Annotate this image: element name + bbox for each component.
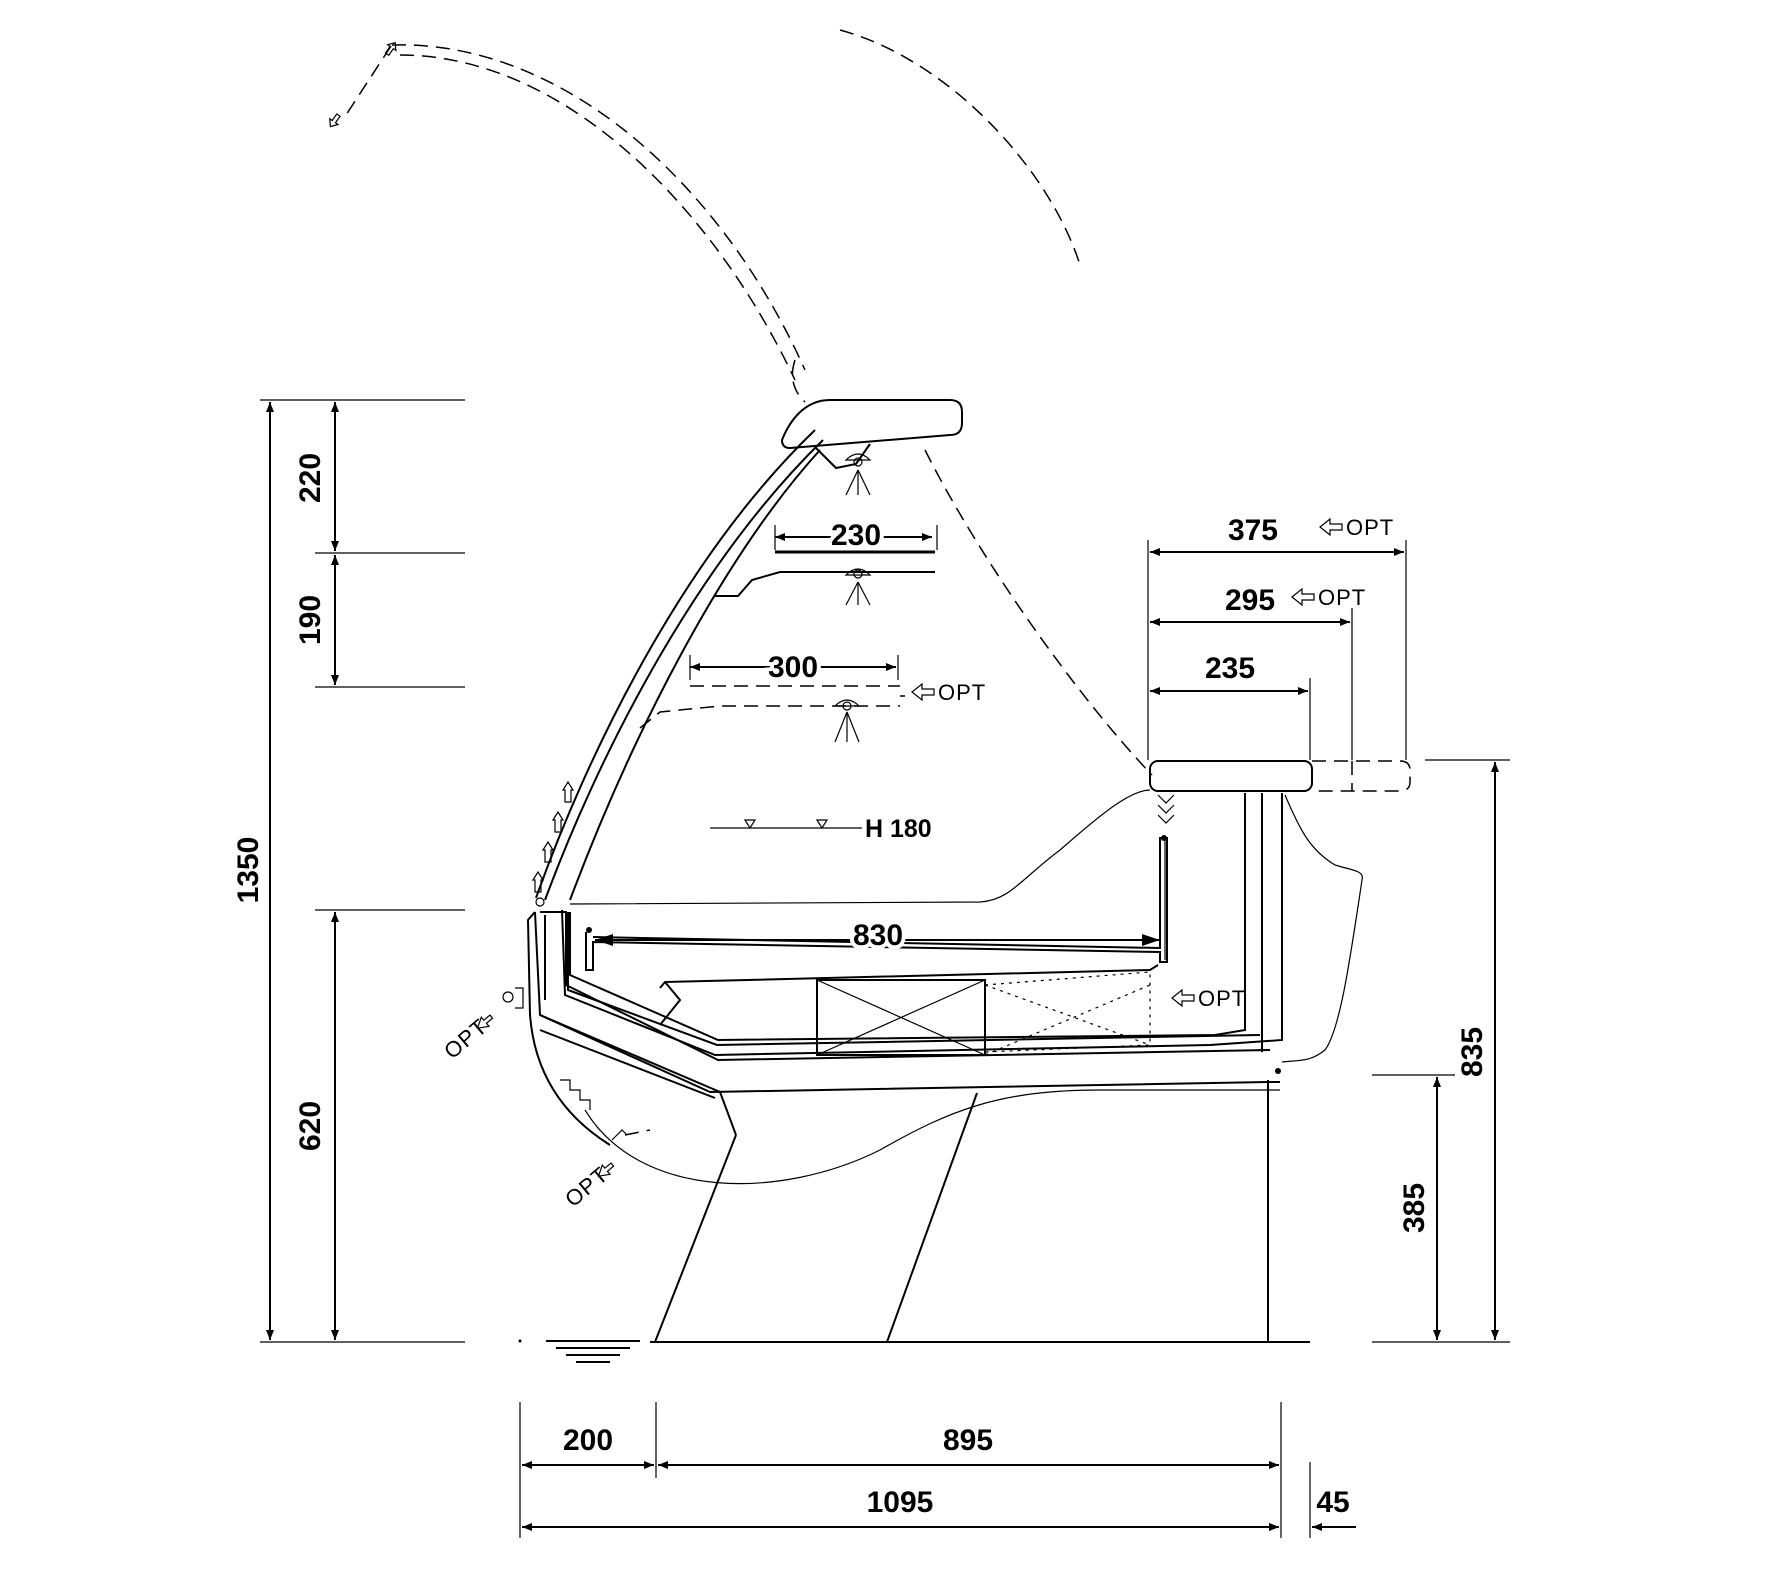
dim-front-200: 200 bbox=[563, 1424, 613, 1457]
opt-label-front-lower: OPT bbox=[560, 1162, 613, 1212]
front-panel-curve bbox=[526, 911, 611, 1146]
dim-base-height: 385 bbox=[1398, 1183, 1431, 1233]
glass-inner bbox=[544, 439, 824, 901]
opt-arrow-icon bbox=[1319, 517, 1343, 537]
dim-worktop-295: 295 bbox=[1225, 584, 1275, 617]
evaporator-box bbox=[816, 979, 986, 1056]
evaporator-optional bbox=[984, 971, 1151, 1056]
dim-shelf-gap: 190 bbox=[294, 595, 327, 645]
product-height-label: H 180 bbox=[865, 815, 932, 843]
bottom-dimension-group: 200 895 1095 45 bbox=[519, 1402, 1356, 1538]
glass-open-arc-outer bbox=[391, 44, 806, 371]
evaporator-top bbox=[659, 964, 1159, 989]
glass-outer bbox=[535, 429, 816, 899]
canopy-light-line bbox=[924, 449, 1153, 776]
tank-inner-wall bbox=[569, 793, 1246, 1042]
opt-arrow-icon bbox=[911, 682, 935, 702]
rear-panel-curve bbox=[1281, 794, 1363, 1063]
opt-label-shelf-2: OPT bbox=[938, 680, 986, 705]
dim-counter-height: 620 bbox=[294, 1101, 327, 1151]
opt-label-evaporator: OPT bbox=[1198, 986, 1246, 1011]
dim-shelf-1-depth: 230 bbox=[831, 519, 881, 552]
rear-worktop bbox=[1149, 760, 1313, 792]
dim-worktop-235: 235 bbox=[1205, 652, 1255, 685]
dim-rear-45: 45 bbox=[1316, 1486, 1349, 1519]
dim-body-895: 895 bbox=[943, 1424, 993, 1457]
base-front-edge bbox=[654, 1134, 737, 1343]
left-dimension-group: 1350 220 190 620 bbox=[232, 399, 465, 1343]
dim-total-depth: 1095 bbox=[867, 1486, 934, 1519]
front-skin bbox=[534, 911, 737, 1136]
worktop-optional-extension bbox=[1312, 760, 1411, 792]
opt-label-295: OPT bbox=[1318, 585, 1366, 610]
canopy-light-icon bbox=[844, 453, 872, 496]
base-mid-edge bbox=[886, 1092, 978, 1343]
glass-opening-arrows bbox=[531, 780, 575, 893]
right-dimension-group: 835 385 bbox=[1372, 759, 1510, 1343]
tank-outer-wall bbox=[561, 793, 1283, 1057]
opt-arrow-icon bbox=[1291, 587, 1315, 607]
dim-shelf-2-depth: 300 bbox=[768, 651, 818, 684]
dim-worktop-375: 375 bbox=[1228, 514, 1278, 547]
dim-canopy-height: 220 bbox=[294, 453, 327, 503]
dim-total-height: 1350 bbox=[232, 837, 265, 904]
ground-symbol bbox=[518, 1339, 640, 1363]
opt-label-375: OPT bbox=[1346, 515, 1394, 540]
canopy bbox=[780, 399, 963, 450]
dim-display-depth: 830 bbox=[853, 919, 903, 952]
shelf-1 bbox=[714, 550, 935, 606]
canopy-open-arc bbox=[839, 29, 1081, 266]
cabinet-section: 230 300 OPT H 180 830 OPT OP bbox=[329, 29, 1411, 1363]
worktop-dimension-group: 375 OPT 295 OPT 235 bbox=[1147, 514, 1407, 760]
display-top-curve bbox=[569, 789, 1151, 905]
opt-label-front-upper: OPT bbox=[439, 1014, 492, 1064]
tank-bottom-curve bbox=[584, 1089, 1280, 1185]
air-flow-icon bbox=[1157, 794, 1175, 824]
shelf-2-optional bbox=[639, 685, 905, 743]
dim-rear-height: 835 bbox=[1456, 1027, 1489, 1077]
opt-arrow-icon bbox=[1171, 988, 1195, 1008]
